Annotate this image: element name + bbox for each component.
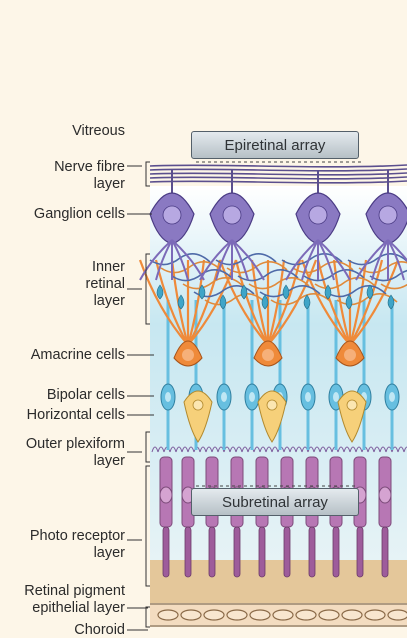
- label-vitreous: Vitreous: [72, 123, 125, 140]
- layer-bracket: [146, 432, 150, 462]
- photoreceptor-nucleus: [160, 487, 172, 503]
- label-ganglion-cells: Ganglion cells: [34, 206, 125, 223]
- label-choroid: Choroid: [74, 622, 125, 638]
- subretinal-array: Subretinal array: [191, 488, 359, 516]
- photoreceptor-outer-segment: [382, 527, 388, 577]
- label-photo-receptor-layer: Photo receptor layer: [30, 528, 125, 562]
- choroid-vessel: [319, 610, 339, 620]
- layer-bracket: [146, 466, 150, 586]
- label-retinal-pigment-epithelial-layer: Retinal pigment epithelial layer: [24, 583, 125, 617]
- label-horizontal-cells: Horizontal cells: [27, 407, 125, 424]
- photoreceptor-outer-segment: [163, 527, 169, 577]
- ganglion-nucleus: [223, 206, 241, 224]
- choroid-vessel: [342, 610, 362, 620]
- epiretinal-array: Epiretinal array: [191, 131, 359, 159]
- nerve-fibre: [150, 181, 407, 183]
- photoreceptor-outer-segment: [259, 527, 265, 577]
- bipolar-nucleus: [389, 392, 395, 402]
- layer-bracket: [146, 162, 150, 186]
- choroid-vessel: [388, 610, 407, 620]
- photoreceptor-outer-segment: [357, 527, 363, 577]
- layer-bracket: [146, 607, 150, 627]
- nerve-fibre: [150, 177, 407, 179]
- ganglion-nucleus: [309, 206, 327, 224]
- photoreceptor-outer-segment: [209, 527, 215, 577]
- choroid-vessel: [250, 610, 270, 620]
- photoreceptor-nucleus: [379, 487, 391, 503]
- bipolar-nucleus: [221, 392, 227, 402]
- label-bipolar-cells: Bipolar cells: [47, 387, 125, 404]
- photoreceptor-outer-segment: [333, 527, 339, 577]
- label-amacrine-cells: Amacrine cells: [31, 347, 125, 364]
- amacrine-nucleus: [344, 349, 356, 361]
- label-outer-plexiform-layer: Outer plexiform layer: [26, 436, 125, 470]
- photoreceptor-outer-segment: [234, 527, 240, 577]
- bipolar-nucleus: [249, 392, 255, 402]
- horizontal-nucleus: [347, 400, 357, 410]
- choroid-vessel: [227, 610, 247, 620]
- photoreceptor-outer-segment: [309, 527, 315, 577]
- ganglion-nucleus: [379, 206, 397, 224]
- choroid-vessel: [296, 610, 316, 620]
- horizontal-nucleus: [193, 400, 203, 410]
- bipolar-nucleus: [305, 392, 311, 402]
- choroid-vessel: [158, 610, 178, 620]
- ganglion-nucleus: [163, 206, 181, 224]
- photoreceptor-outer-segment: [185, 527, 191, 577]
- bipolar-nucleus: [165, 392, 171, 402]
- bipolar-nucleus: [333, 392, 339, 402]
- photoreceptor-outer-segment: [284, 527, 290, 577]
- choroid-vessel: [273, 610, 293, 620]
- horizontal-nucleus: [267, 400, 277, 410]
- nerve-fibre: [150, 169, 407, 171]
- nerve-fibre: [150, 165, 407, 167]
- label-nerve-fibre-layer: Nerve fibre layer: [54, 159, 125, 193]
- choroid-vessel: [181, 610, 201, 620]
- label-inner-retinal-layer: Inner retinal layer: [86, 259, 126, 310]
- nerve-fibre: [150, 173, 407, 175]
- amacrine-nucleus: [262, 349, 274, 361]
- choroid-vessel: [204, 610, 224, 620]
- choroid-vessel: [365, 610, 385, 620]
- amacrine-nucleus: [182, 349, 194, 361]
